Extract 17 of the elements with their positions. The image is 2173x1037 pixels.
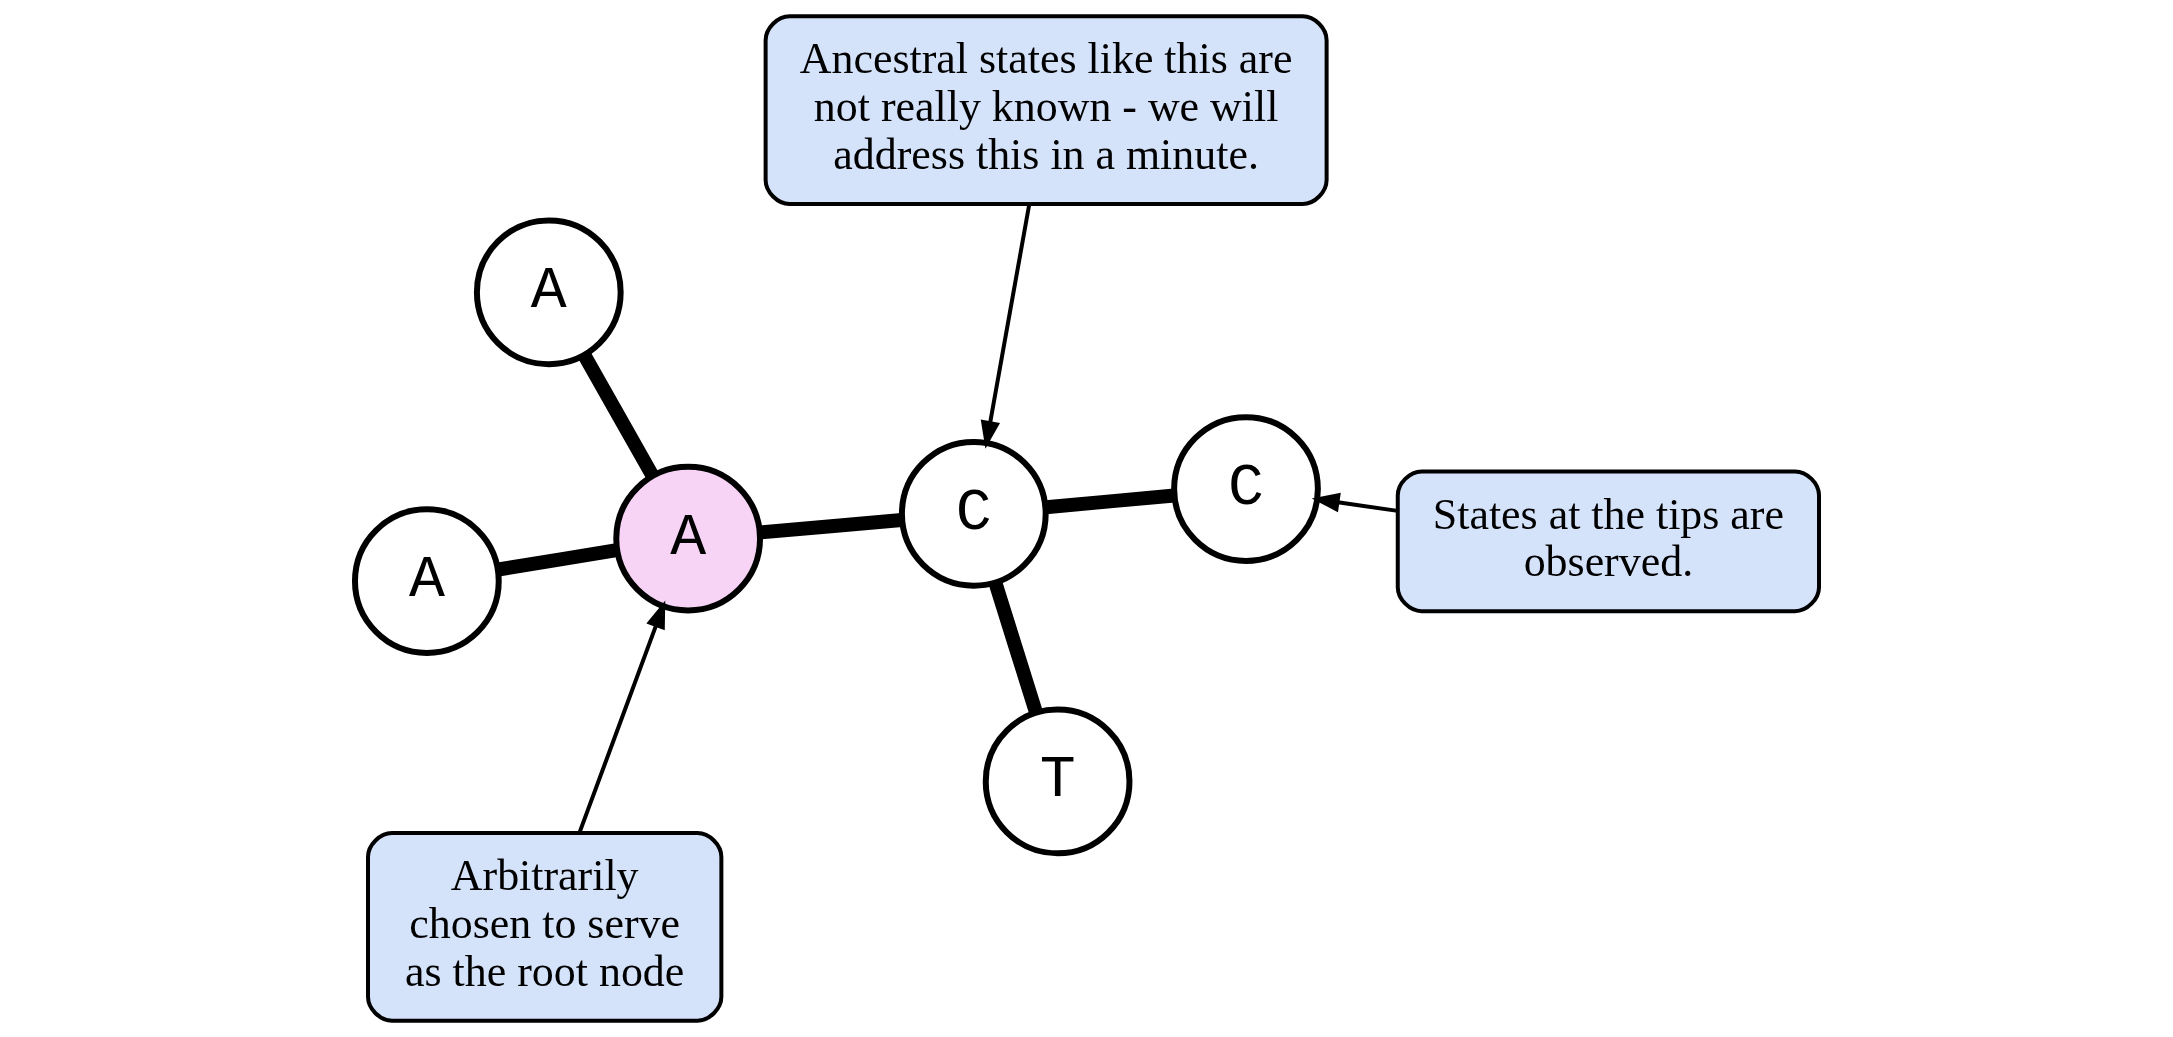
- node-box: Arbitrarily chosen to serve as the root node: [365, 831, 723, 1023]
- node-circle: T: [982, 706, 1132, 857]
- arrow: [1311, 492, 1398, 513]
- connector: [577, 351, 659, 480]
- node-box: Ancestral states like this are not really known - we will address this in a minute.: [763, 14, 1329, 206]
- connector: [988, 580, 1043, 715]
- node-circle: C: [898, 438, 1049, 589]
- node-circle: C: [1170, 414, 1321, 564]
- node-circle: A: [473, 217, 624, 368]
- node-circle: A: [612, 463, 763, 614]
- connector: [1044, 488, 1175, 515]
- arrow: [980, 203, 1031, 449]
- connector: [496, 543, 618, 577]
- connector: [759, 513, 902, 540]
- node-circle: A: [351, 506, 502, 656]
- node-box: States at the tips are observed.: [1395, 469, 1821, 614]
- arrow: [577, 600, 665, 834]
